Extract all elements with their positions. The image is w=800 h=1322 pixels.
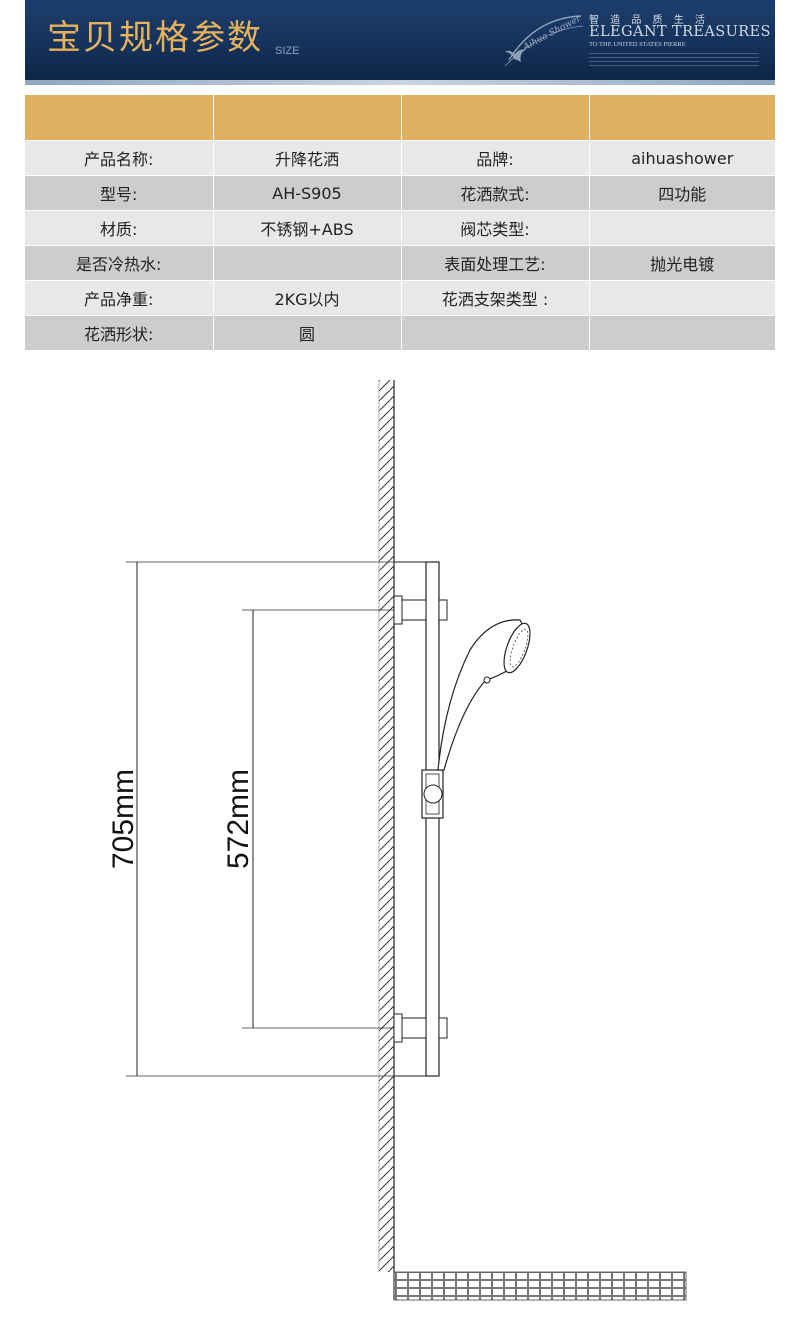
header-cell [401,95,590,141]
spec-label: 表面处理工艺: [401,245,590,281]
spec-value [589,210,775,246]
header-cell [213,95,402,141]
banner-divider [25,80,775,85]
header-cell [25,95,214,141]
spec-label [401,315,590,351]
wall-section [378,380,395,1300]
outer-dimension-label: 705mm [107,768,140,870]
brand-tagline: TO THE UNITED STATES PIERRE [589,41,686,48]
bottom-bracket [393,1013,448,1043]
spec-table-header [25,95,775,141]
dimension-drawing [126,380,687,1301]
spec-value: 2KG以内 [213,280,402,316]
table-row: 产品净重: 2KG以内 花洒支架类型 : [25,280,775,316]
spec-value: AH-S905 [213,175,402,211]
brand-fine-print [589,53,759,67]
spec-table: 产品名称: 升降花洒 品牌: aihuashower 型号: AH-S905 花… [25,95,775,351]
header-banner: 宝贝规格参数 SIZE Aihua Shower 智 造 品 质 生 活 ELE… [25,0,775,80]
spec-label: 型号: [25,175,214,211]
spec-label: 花洒支架类型 : [401,280,590,316]
header-cell [589,95,775,141]
brand-slogan-cn: 智 造 品 质 生 活 [589,15,709,26]
spec-value: 圆 [213,315,402,351]
spec-value [589,315,775,351]
logo-text: Aihua Shower [521,13,584,53]
sliding-holder [421,769,444,819]
spec-value: 抛光电镀 [589,245,775,281]
spec-value: 四功能 [589,175,775,211]
page-title: 宝贝规格参数 [47,18,263,58]
spec-value [589,280,775,316]
hand-shower [437,619,531,771]
page-subtitle: SIZE [275,45,300,57]
spec-value: 不锈钢+ABS [213,210,402,246]
spec-label: 产品名称: [25,140,214,176]
inner-dimension [242,609,394,1029]
spec-value: aihuashower [589,140,775,176]
brand-slogan-en: ELEGANT TREASURES [589,24,771,40]
table-row: 产品名称: 升降花洒 品牌: aihuashower [25,140,775,176]
spec-label: 产品净重: [25,280,214,316]
brand-logo-icon: Aihua Shower [504,13,584,67]
table-row: 花洒形状: 圆 [25,315,775,351]
table-row: 型号: AH-S905 花洒款式: 四功能 [25,175,775,211]
inner-dimension-label: 572mm [222,768,255,870]
outer-dimension [126,561,394,1077]
top-bracket [393,595,448,625]
spec-label: 花洒款式: [401,175,590,211]
spec-value: 升降花洒 [213,140,402,176]
spec-label: 花洒形状: [25,315,214,351]
spec-label: 材质: [25,210,214,246]
table-row: 材质: 不锈钢+ABS 阀芯类型: [25,210,775,246]
spec-label: 品牌: [401,140,590,176]
spec-label: 阀芯类型: [401,210,590,246]
floor-tiles [393,1271,687,1301]
table-row: 是否冷热水: 表面处理工艺: 抛光电镀 [25,245,775,281]
slide-rail [394,561,440,1077]
spec-label: 是否冷热水: [25,245,214,281]
spec-value [213,245,402,281]
